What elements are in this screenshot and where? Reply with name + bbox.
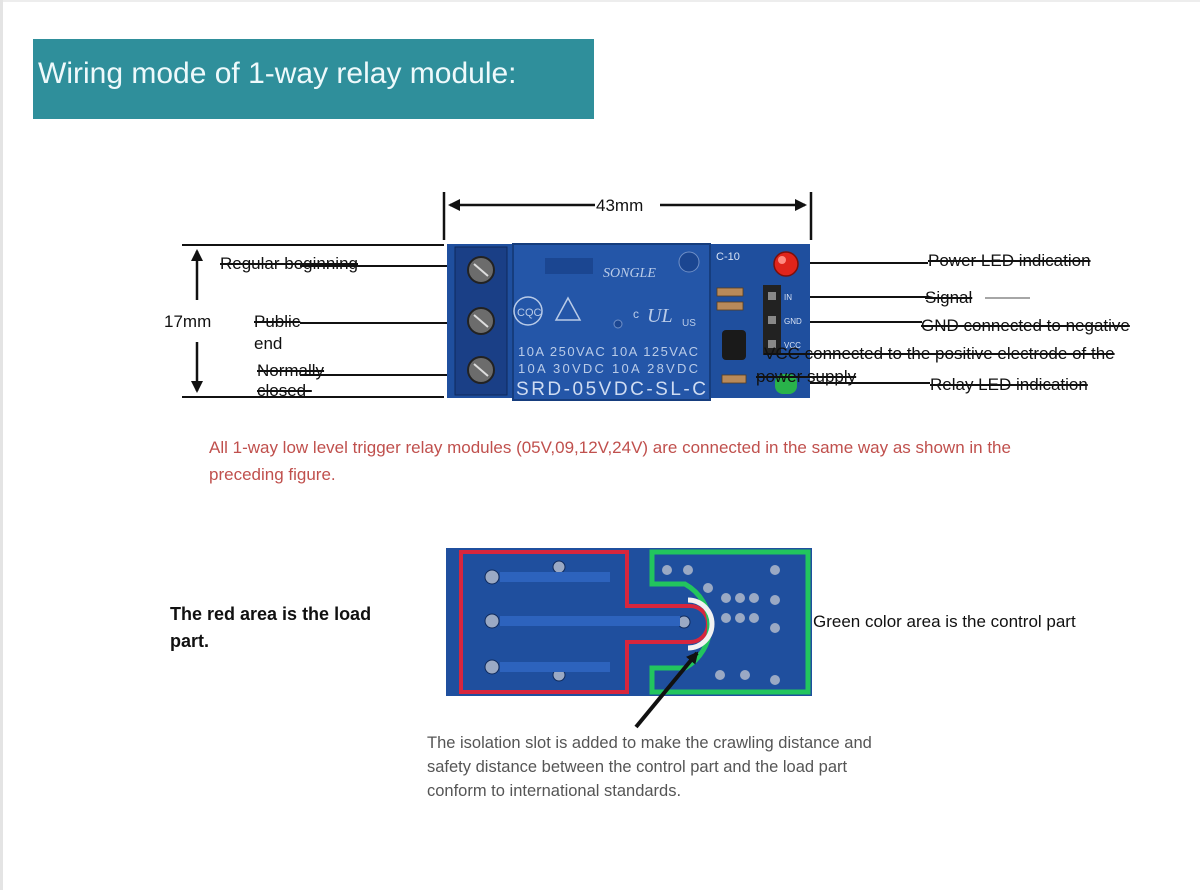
page-title: Wiring mode of 1-way relay module: <box>38 57 517 90</box>
label-normally-closed-2: closed- <box>257 381 312 400</box>
pin-in-label: IN <box>784 293 792 302</box>
relay-model: SRD-05VDC-SL-C <box>516 379 706 400</box>
title-banner: Wiring mode of 1-way relay module: <box>33 39 594 119</box>
height-dimension <box>182 244 444 398</box>
relay-c-mark: c <box>633 307 639 321</box>
relay-ul-mark: UL <box>647 305 673 327</box>
width-dimension: 43mm <box>442 192 813 240</box>
pcb-back-view <box>446 548 812 696</box>
label-gnd: GND connected to negative <box>921 316 1130 335</box>
relay-us-mark: US <box>682 318 696 329</box>
isolation-pointer <box>634 651 699 729</box>
label-public-end-2: end <box>254 334 283 353</box>
isolation-note: The isolation slot is added to make the … <box>427 734 872 800</box>
frame-top-edge <box>0 0 1200 2</box>
power-led <box>773 251 799 277</box>
relay-led <box>775 374 797 394</box>
left-lead-lines <box>300 265 450 376</box>
trigger-note: All 1-way low level trigger relay module… <box>209 438 1011 484</box>
pin-gnd-label: GND <box>784 317 802 326</box>
relay-rating-2: 10A 30VDC 10A 28VDC <box>518 361 698 376</box>
right-lead-lines <box>765 262 1030 384</box>
board-id: C-10 <box>716 251 740 263</box>
label-normally-closed-1: Normally <box>257 361 325 380</box>
frame-left-edge <box>0 0 3 890</box>
resistor <box>716 287 744 297</box>
relay-module: SONGLE CQC c UL US 10A 250VAC 10A 125VAC… <box>447 243 810 401</box>
control-area-label: Green color area is the control part <box>813 612 1076 631</box>
label-signal: Signal <box>925 288 973 307</box>
relay-brand: SONGLE <box>603 266 656 281</box>
pin-vcc-label: VCC <box>784 341 801 350</box>
label-vcc-1: VCC connected to the positive electrode … <box>764 344 1115 363</box>
label-vcc-2: power supply <box>756 367 857 386</box>
label-regular-beginning: Regular beginning <box>220 254 358 273</box>
height-dimension-label: 17mm <box>164 312 212 331</box>
resistor <box>716 301 744 311</box>
load-area-label: The red area is the load part. <box>170 604 372 651</box>
relay-rating-1: 10A 250VAC 10A 125VAC <box>518 344 698 359</box>
relay-cqc-mark: CQC <box>517 307 542 319</box>
width-dimension-label: 43mm <box>596 196 643 215</box>
resistor <box>721 374 747 384</box>
label-public-end-1: Public <box>254 312 301 331</box>
label-relay-led: Relay LED indication <box>930 375 1088 394</box>
isolation-slot <box>687 597 715 651</box>
transistor <box>722 330 746 360</box>
label-power-led: Power LED indication <box>928 251 1091 270</box>
